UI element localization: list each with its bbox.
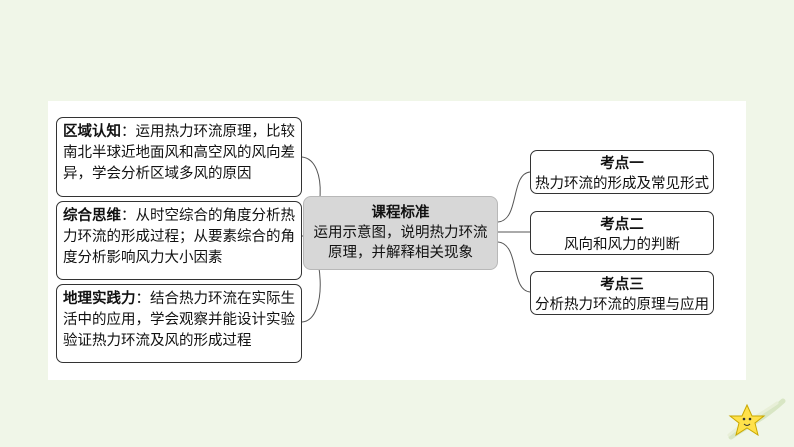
right-box-text: 热力环流的形成及常见形式 <box>535 176 709 192</box>
right-box-title: 考点一 <box>600 155 644 172</box>
center-body: 运用示意图，说明热力环流原理，并解释相关现象 <box>313 225 488 261</box>
left-box-integrated-thinking: 综合思维：从时空综合的角度分析热力环流的形成过程；从要素综合的角度分析影响风力大… <box>56 201 302 280</box>
connector-right-1 <box>497 171 531 223</box>
left-box-label: 综合思维 <box>63 207 121 224</box>
right-box-title: 考点三 <box>600 276 644 293</box>
left-box-label: 区域认知 <box>63 123 121 140</box>
center-box-course-standard: 课程标准 运用示意图，说明热力环流原理，并解释相关现象 <box>303 196 498 270</box>
star-icon <box>727 398 786 440</box>
left-box-text: ：从时空综合的角度分析热力环流的形成过程；从要素综合的角度分析影响风力大小因素 <box>63 208 295 266</box>
left-box-regional-cognition: 区域认知：运用热力环流原理，比较南北半球近地面风和高空风的风向差异，学会分析区域… <box>56 117 302 197</box>
right-box-point-1: 考点一 热力环流的形成及常见形式 <box>530 150 714 194</box>
connector-right-3 <box>497 241 531 293</box>
right-box-point-3: 考点三 分析热力环流的原理与应用 <box>530 271 714 315</box>
left-box-text: ：结合热力环流在实际生活中的应用，学会观察并能设计实验验证热力环流及风的形成过程 <box>63 291 295 349</box>
left-box-geographic-practice: 地理实践力：结合热力环流在实际生活中的应用，学会观察并能设计实验验证热力环流及风… <box>56 284 302 363</box>
right-box-text: 风向和风力的判断 <box>564 237 680 253</box>
left-box-label: 地理实践力 <box>63 290 136 307</box>
right-box-point-2: 考点二 风向和风力的判断 <box>530 211 714 255</box>
right-box-text: 分析热力环流的原理与应用 <box>535 297 709 313</box>
center-title: 课程标准 <box>371 204 430 221</box>
right-box-title: 考点二 <box>600 216 644 233</box>
left-box-text: ：运用热力环流原理，比较南北半球近地面风和高空风的风向差异，学会分析区域多风的原… <box>63 124 295 182</box>
